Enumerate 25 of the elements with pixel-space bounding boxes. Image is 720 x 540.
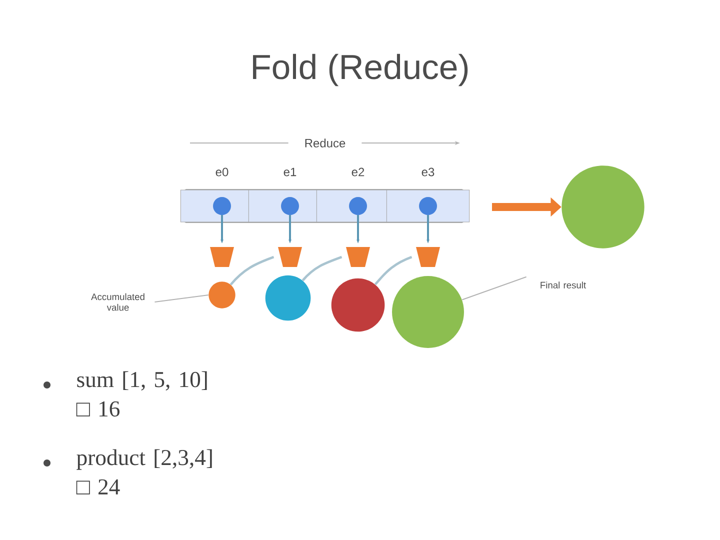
funnel-icon <box>278 247 302 267</box>
value-circle <box>265 275 311 321</box>
value-circle <box>331 278 385 332</box>
connector <box>154 294 208 303</box>
callout-text: Accumulated value <box>91 293 144 311</box>
array-cell: e3 <box>386 168 470 222</box>
connector <box>302 256 342 282</box>
node-label: e3 <box>422 168 434 176</box>
value-circle <box>562 166 644 248</box>
title: Fold (Reduce) <box>253 54 468 86</box>
node-label: e0 <box>216 168 228 176</box>
funnel-icon <box>416 247 440 267</box>
funnel-icon <box>210 247 234 267</box>
connector <box>374 256 412 286</box>
direction-label: Reduce <box>288 134 362 152</box>
callout-text: Final result <box>540 282 586 288</box>
connector <box>230 256 274 286</box>
value-circle <box>392 276 464 348</box>
bullet-text: product [2,3,4] □ 24 <box>76 449 212 494</box>
funnel-icon <box>346 247 370 267</box>
leader-line <box>462 276 526 300</box>
node-label: e1 <box>284 168 296 176</box>
node-label: e2 <box>352 168 364 176</box>
bullet-text: sum [1, 5, 10] □ 16 <box>76 371 207 417</box>
value-circle <box>208 282 236 308</box>
